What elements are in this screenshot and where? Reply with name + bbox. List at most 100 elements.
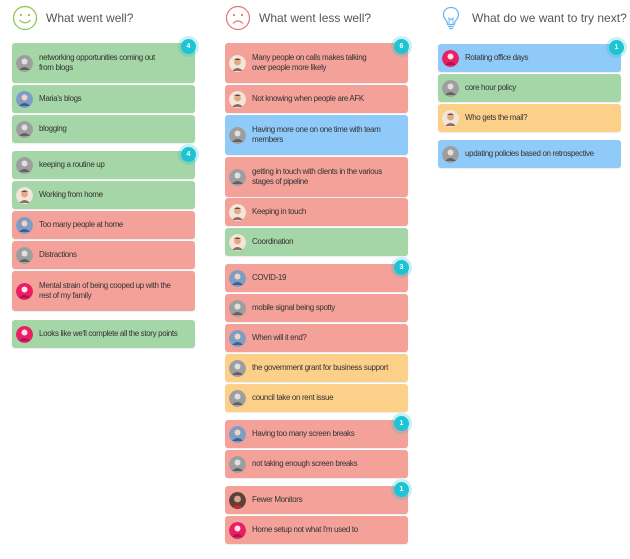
avatar [229, 389, 246, 407]
avatar [16, 282, 33, 300]
card-text: Coordination [252, 237, 294, 246]
retro-card[interactable]: keeping a routine up [12, 151, 195, 179]
avatar [229, 455, 246, 473]
avatar [229, 521, 246, 539]
column-header: What do we want to try next? [438, 4, 627, 32]
card-text: Not knowing when people are AFK [252, 94, 364, 103]
vote-count-badge[interactable]: 4 [181, 147, 196, 162]
retro-card[interactable]: Rotating office days [438, 44, 621, 72]
avatar [16, 216, 33, 234]
retro-card[interactable]: mobile signal being spotty [225, 294, 408, 322]
retro-card[interactable]: blogging [12, 115, 195, 143]
card-text: Who gets the mail? [465, 113, 528, 122]
card-text: Rotating office days [465, 53, 529, 62]
avatar [229, 54, 246, 72]
column-title: What do we want to try next? [472, 11, 627, 25]
card-text: the government grant for business suppor… [252, 363, 388, 372]
card-text: Working from home [39, 190, 103, 199]
avatar [16, 186, 33, 204]
avatar [229, 491, 246, 509]
retro-card[interactable]: Looks like we'll complete all the story … [12, 320, 195, 348]
card-text: getting in touch with clients in the var… [252, 167, 383, 186]
avatar [16, 54, 33, 72]
retro-card[interactable]: When will it end? [225, 324, 408, 352]
avatar [229, 168, 246, 186]
avatar [16, 246, 33, 264]
card-text: Having too many screen breaks [252, 429, 355, 438]
avatar [229, 233, 246, 251]
card-text: networking opportunities coming out from… [39, 53, 155, 72]
avatar [229, 90, 246, 108]
vote-count-badge[interactable]: 1 [394, 416, 409, 431]
retro-card[interactable]: Maria's blogs [12, 85, 195, 113]
card-text: Home setup not what I'm used to [252, 525, 358, 534]
column-title: What went less well? [259, 11, 372, 25]
lightbulb-icon [442, 6, 460, 30]
vote-count-badge[interactable]: 4 [181, 39, 196, 54]
avatar [16, 156, 33, 174]
retro-card[interactable]: getting in touch with clients in the var… [225, 157, 408, 197]
avatar [442, 109, 459, 127]
retro-card[interactable]: Coordination [225, 228, 408, 256]
avatar [442, 49, 459, 67]
avatar [229, 299, 246, 317]
card-text: keeping a routine up [39, 160, 105, 169]
card-text: not taking enough screen breaks [252, 459, 358, 468]
card-text: core hour policy [465, 83, 516, 92]
avatar [229, 203, 246, 221]
column-title: What went well? [46, 11, 134, 25]
retro-card[interactable]: Too many people at home [12, 211, 195, 239]
card-text: Having more one on one time with team me… [252, 125, 381, 144]
retro-card[interactable]: not taking enough screen breaks [225, 450, 408, 478]
card-text: council take on rent issue [252, 393, 334, 402]
retro-card[interactable]: Fewer Monitors [225, 486, 408, 514]
vote-count-badge[interactable]: 1 [609, 40, 624, 55]
avatar [229, 126, 246, 144]
card-text: Distractions [39, 250, 77, 259]
retro-card[interactable]: networking opportunities coming out from… [12, 43, 195, 83]
retro-card[interactable]: Having too many screen breaks [225, 420, 408, 448]
retro-card[interactable]: Not knowing when people are AFK [225, 85, 408, 113]
retro-card[interactable]: Distractions [12, 241, 195, 269]
retro-card[interactable]: council take on rent issue [225, 384, 408, 412]
retro-card[interactable]: Keeping in touch [225, 198, 408, 226]
retro-card[interactable]: Who gets the mail? [438, 104, 621, 132]
column-header: What went less well? [225, 4, 371, 32]
card-text: Keeping in touch [252, 207, 307, 216]
retro-card[interactable]: Working from home [12, 181, 195, 209]
column-header: What went well? [12, 4, 133, 32]
card-text: When will it end? [252, 333, 307, 342]
avatar [16, 325, 33, 343]
retro-card[interactable]: updating policies based on retrospective [438, 140, 621, 168]
card-text: updating policies based on retrospective [465, 149, 594, 158]
card-text: blogging [39, 124, 67, 133]
card-text: Too many people at home [39, 220, 124, 229]
avatar [442, 145, 459, 163]
retro-card[interactable]: COVID-19 [225, 264, 408, 292]
avatar [229, 269, 246, 287]
avatar [16, 120, 33, 138]
vote-count-badge[interactable]: 1 [394, 482, 409, 497]
card-text: COVID-19 [252, 273, 287, 282]
avatar [16, 90, 33, 108]
retro-card[interactable]: Many people on calls makes talking over … [225, 43, 408, 83]
card-text: Looks like we'll complete all the story … [39, 329, 178, 338]
card-text: Fewer Monitors [252, 495, 303, 504]
card-text: mobile signal being spotty [252, 303, 335, 312]
sad-face-icon [225, 5, 251, 31]
retro-card[interactable]: Home setup not what I'm used to [225, 516, 408, 544]
avatar [229, 359, 246, 377]
avatar [229, 425, 246, 443]
card-text: Maria's blogs [39, 94, 82, 103]
retro-card[interactable]: core hour policy [438, 74, 621, 102]
vote-count-badge[interactable]: 6 [394, 39, 409, 54]
avatar [442, 79, 459, 97]
retro-card[interactable]: the government grant for business suppor… [225, 354, 408, 382]
avatar [229, 329, 246, 347]
retro-card[interactable]: Mental strain of being cooped up with th… [12, 271, 195, 311]
card-text: Mental strain of being cooped up with th… [39, 281, 171, 300]
smile-face-icon [12, 5, 38, 31]
vote-count-badge[interactable]: 3 [394, 260, 409, 275]
retro-card[interactable]: Having more one on one time with team me… [225, 115, 408, 155]
card-text: Many people on calls makes talking over … [252, 53, 367, 72]
